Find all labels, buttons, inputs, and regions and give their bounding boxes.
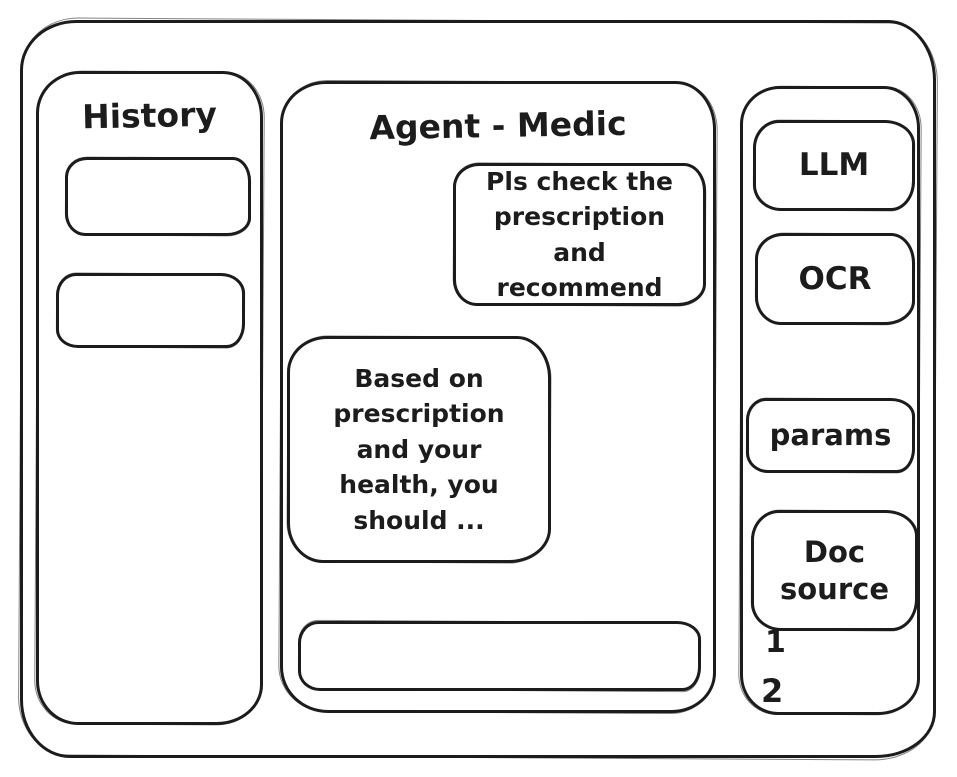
doc-source-button[interactable]: Doc source	[751, 510, 918, 631]
llm-button-label: LLM	[798, 147, 870, 184]
llm-button[interactable]: LLM	[753, 120, 915, 211]
params-button[interactable]: params	[746, 398, 915, 473]
doc-source-item-1[interactable]: 1	[765, 625, 786, 660]
history-title: History	[81, 94, 218, 137]
doc-source-item-2[interactable]: 2	[761, 672, 784, 710]
tools-panel: LLM OCR params Doc source 1 2	[740, 86, 920, 715]
user-message-text: Pls check the prescription and recommend	[486, 166, 673, 303]
history-item[interactable]	[65, 157, 251, 236]
app-frame: History Agent - Medic Pls check the pres…	[20, 20, 936, 758]
chat-title: Agent - Medic	[369, 103, 627, 148]
chat-panel: Agent - Medic Pls check the prescription…	[280, 81, 716, 713]
assistant-message-bubble: Based on prescription and your health, y…	[287, 336, 551, 563]
doc-source-button-label: Doc source	[780, 535, 889, 606]
user-message-bubble: Pls check the prescription and recommend	[453, 163, 706, 306]
assistant-message-text: Based on prescription and your health, y…	[333, 363, 505, 535]
history-item[interactable]	[56, 273, 245, 348]
ocr-button[interactable]: OCR	[755, 233, 915, 325]
params-button-label: params	[769, 418, 892, 453]
history-panel: History	[36, 71, 263, 725]
ocr-button-label: OCR	[798, 260, 872, 297]
message-input[interactable]	[298, 621, 701, 691]
